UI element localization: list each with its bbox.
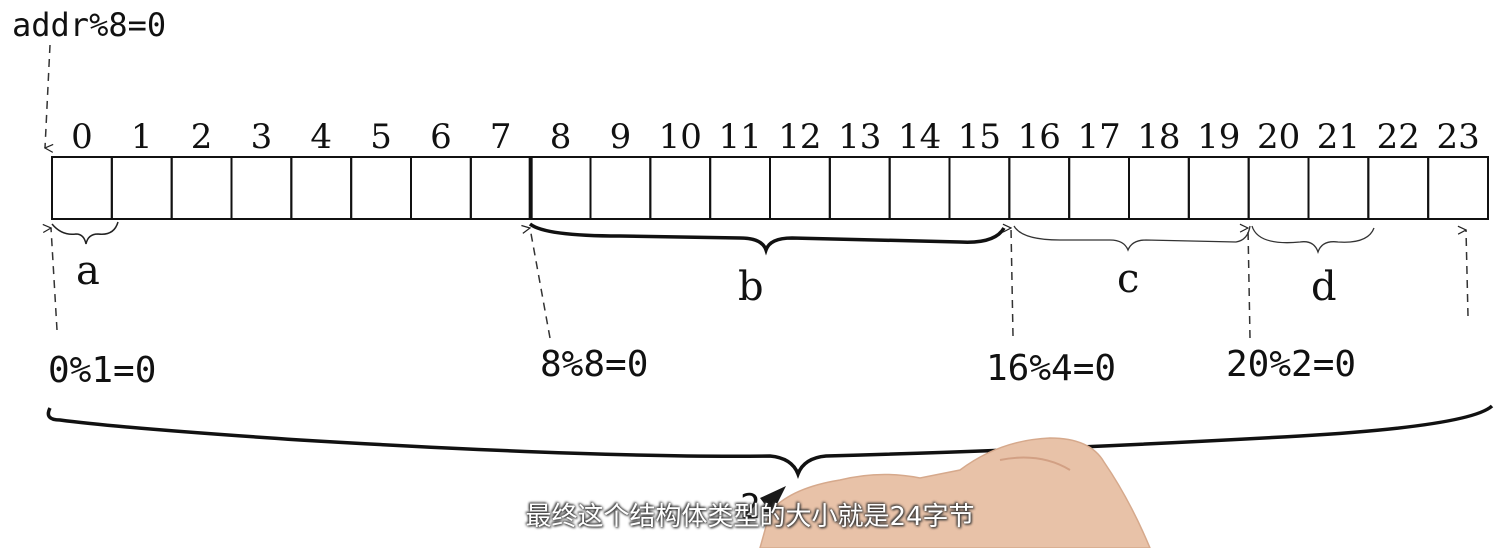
start-address-arrow: [45, 44, 50, 148]
memory-cell: [469, 156, 532, 220]
memory-byte-cells: [51, 156, 1490, 220]
memory-cell: [350, 156, 413, 220]
memory-cell: [51, 156, 113, 220]
memory-cell: [410, 156, 472, 220]
byte-offset-label: 8: [550, 117, 572, 157]
byte-offset-label: 1: [131, 117, 153, 157]
memory-cell: [1128, 156, 1190, 220]
byte-offset-label: 19: [1197, 117, 1240, 157]
memory-cell: [888, 156, 951, 220]
memory-cell: [769, 156, 831, 220]
memory-cell: [1068, 156, 1131, 220]
byte-offset-label: 4: [310, 117, 332, 157]
byte-offset-label: 21: [1317, 117, 1360, 157]
memory-cell: [589, 156, 652, 220]
memory-cell: [1307, 156, 1370, 220]
memory-cell: [1367, 156, 1430, 220]
memory-cell: [1427, 156, 1490, 220]
memory-cell: [1247, 156, 1310, 220]
byte-offset-label: 0: [71, 117, 93, 157]
byte-offset-label: 22: [1377, 117, 1420, 157]
drawing-hand-image: [759, 437, 1151, 548]
byte-offset-label: 9: [610, 117, 632, 157]
byte-offset-label: 23: [1436, 117, 1479, 157]
memory-cell: [828, 156, 891, 220]
byte-offset-label: 11: [718, 117, 761, 157]
memory-cell: [529, 156, 592, 220]
byte-offset-label: 18: [1137, 117, 1180, 157]
byte-offset-label: 10: [659, 117, 702, 157]
memory-cell: [290, 156, 353, 220]
member-c-label: c: [1117, 256, 1139, 302]
member-a-brace: [51, 221, 119, 245]
byte-offset-label: 15: [958, 117, 1001, 157]
byte-offset-label: 16: [1018, 117, 1061, 157]
memory-cell: [1187, 156, 1250, 220]
memory-cell: [110, 156, 173, 220]
memory-cell: [230, 156, 293, 220]
offset-16-arrow: [1011, 228, 1014, 337]
byte-offset-label: 17: [1077, 117, 1120, 157]
total-size-brace: [46, 404, 1494, 479]
memory-cell: [709, 156, 771, 220]
alignment-requirement-label: addr%8=0: [12, 6, 166, 44]
member-b-brace: [528, 222, 1006, 256]
offset-20-arrow: [1248, 228, 1251, 339]
byte-offset-label: 2: [191, 117, 213, 157]
alignment-note-b: 8%8=0: [540, 344, 648, 385]
memory-cell: [170, 156, 233, 220]
alignment-note-d: 20%2=0: [1226, 344, 1356, 385]
byte-offset-label: 3: [251, 117, 273, 157]
byte-offset-label: 20: [1257, 117, 1300, 157]
memory-cell: [1008, 156, 1071, 220]
memory-cell: [948, 156, 1011, 220]
offset-0-arrow: [51, 228, 58, 331]
alignment-note-a: 0%1=0: [48, 350, 156, 391]
offset-8-arrow: [530, 228, 551, 339]
byte-offset-label: 14: [898, 117, 941, 157]
byte-offset-label: 13: [838, 117, 881, 157]
member-b-label: b: [738, 264, 764, 310]
video-subtitle: 最终这个结构体类型的大小就是24字节: [525, 502, 975, 532]
member-c-brace: [1013, 225, 1251, 252]
alignment-note-c: 16%4=0: [986, 348, 1116, 389]
byte-offset-label: 5: [370, 117, 392, 157]
member-d-label: d: [1311, 264, 1337, 310]
member-d-brace: [1251, 225, 1375, 255]
byte-offset-label: 6: [430, 117, 452, 157]
byte-offset-label: 7: [490, 117, 512, 157]
byte-offset-label: 12: [778, 117, 821, 157]
member-a-label: a: [76, 248, 100, 294]
memory-cell: [649, 156, 712, 220]
end-offset-arrow: [1466, 230, 1469, 317]
